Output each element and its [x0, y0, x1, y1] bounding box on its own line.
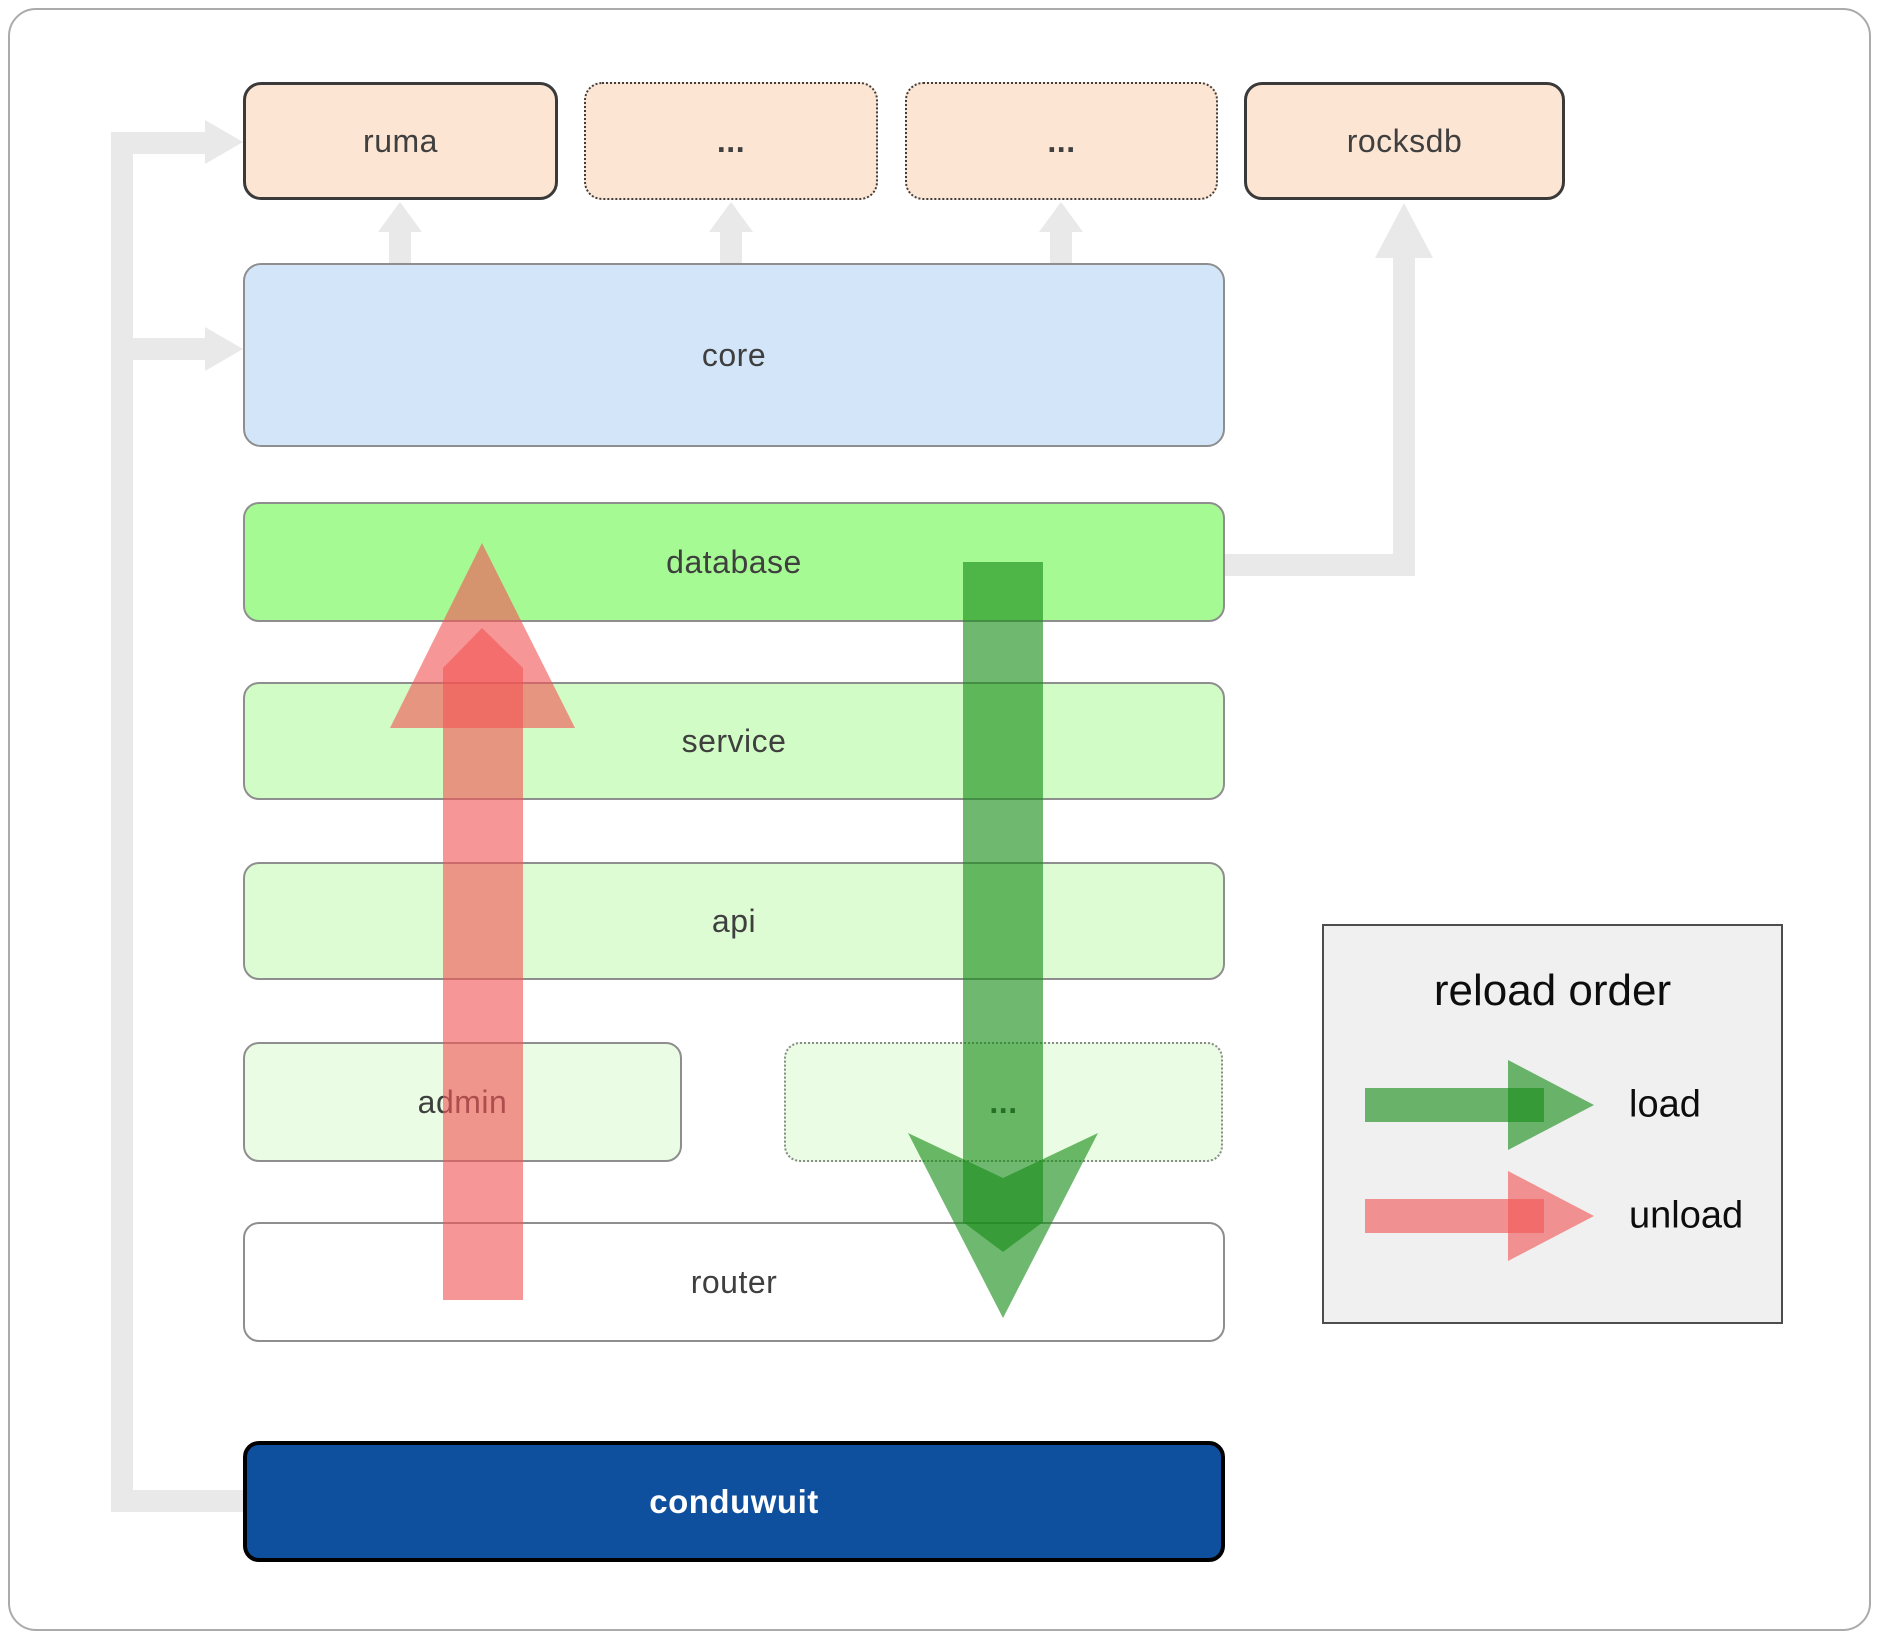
box-conduwuit: conduwuit: [243, 1441, 1225, 1562]
up-arrowhead-icon: [709, 202, 753, 232]
core-arrowhead-icon: [205, 327, 243, 371]
up-arrowhead-icon: [378, 202, 422, 232]
up-arrowhead-icon: [1375, 203, 1433, 258]
arrow-shaft: [720, 230, 742, 265]
arrow-shaft: [1050, 230, 1072, 265]
elbow-horizontal-line: [1225, 554, 1415, 576]
box-ellipsis-top-2: ...: [905, 82, 1218, 200]
up-arrowhead-icon: [1039, 202, 1083, 232]
box-core: core: [243, 263, 1225, 447]
legend-arrow-icons: [1365, 1060, 1594, 1261]
left-spine-line: [111, 132, 133, 1512]
core-branch-line: [122, 338, 205, 360]
legend-load-arrow-icon: [1365, 1060, 1594, 1150]
unload-arrowhead-icon: [390, 543, 575, 728]
legend-unload-head: [1508, 1171, 1594, 1261]
load-arrowhead-icon: [908, 1133, 1098, 1318]
legend: reload order load unload: [1322, 924, 1783, 1324]
arrow-shaft: [389, 230, 411, 265]
legend-title: reload order: [1433, 966, 1672, 1015]
core-to-ruma-arrow: [378, 202, 422, 265]
database-to-rocksdb-connector: [1225, 203, 1433, 576]
load-arrow: [908, 562, 1098, 1318]
box-rocksdb: rocksdb: [1244, 82, 1565, 200]
outer-frame: [8, 8, 1871, 1631]
legend-load-head: [1508, 1060, 1594, 1150]
conduwuit-branch-line: [111, 1490, 243, 1512]
ruma-arrowhead-icon: [205, 120, 243, 164]
elbow-vertical-line: [1393, 252, 1415, 576]
box-ruma: ruma: [243, 82, 558, 200]
box-router: router: [243, 1222, 1225, 1342]
load-arrow-shaft: [963, 562, 1043, 1252]
unload-arrow: [390, 543, 575, 1300]
box-database: database: [243, 502, 1225, 622]
ruma-branch-line: [122, 132, 205, 154]
box-api: api: [243, 862, 1225, 980]
legend-unload-arrow-icon: [1365, 1171, 1594, 1261]
legend-label-load: load: [1629, 1083, 1701, 1126]
conduwuit-to-ruma-core-connector: [111, 120, 243, 1512]
legend-label-unload: unload: [1629, 1194, 1744, 1237]
box-ellipsis-top-1: ...: [584, 82, 878, 200]
unload-arrow-shaft: [443, 628, 523, 1300]
core-to-dots1-arrow: [709, 202, 753, 265]
core-to-dots2-arrow: [1039, 202, 1083, 265]
